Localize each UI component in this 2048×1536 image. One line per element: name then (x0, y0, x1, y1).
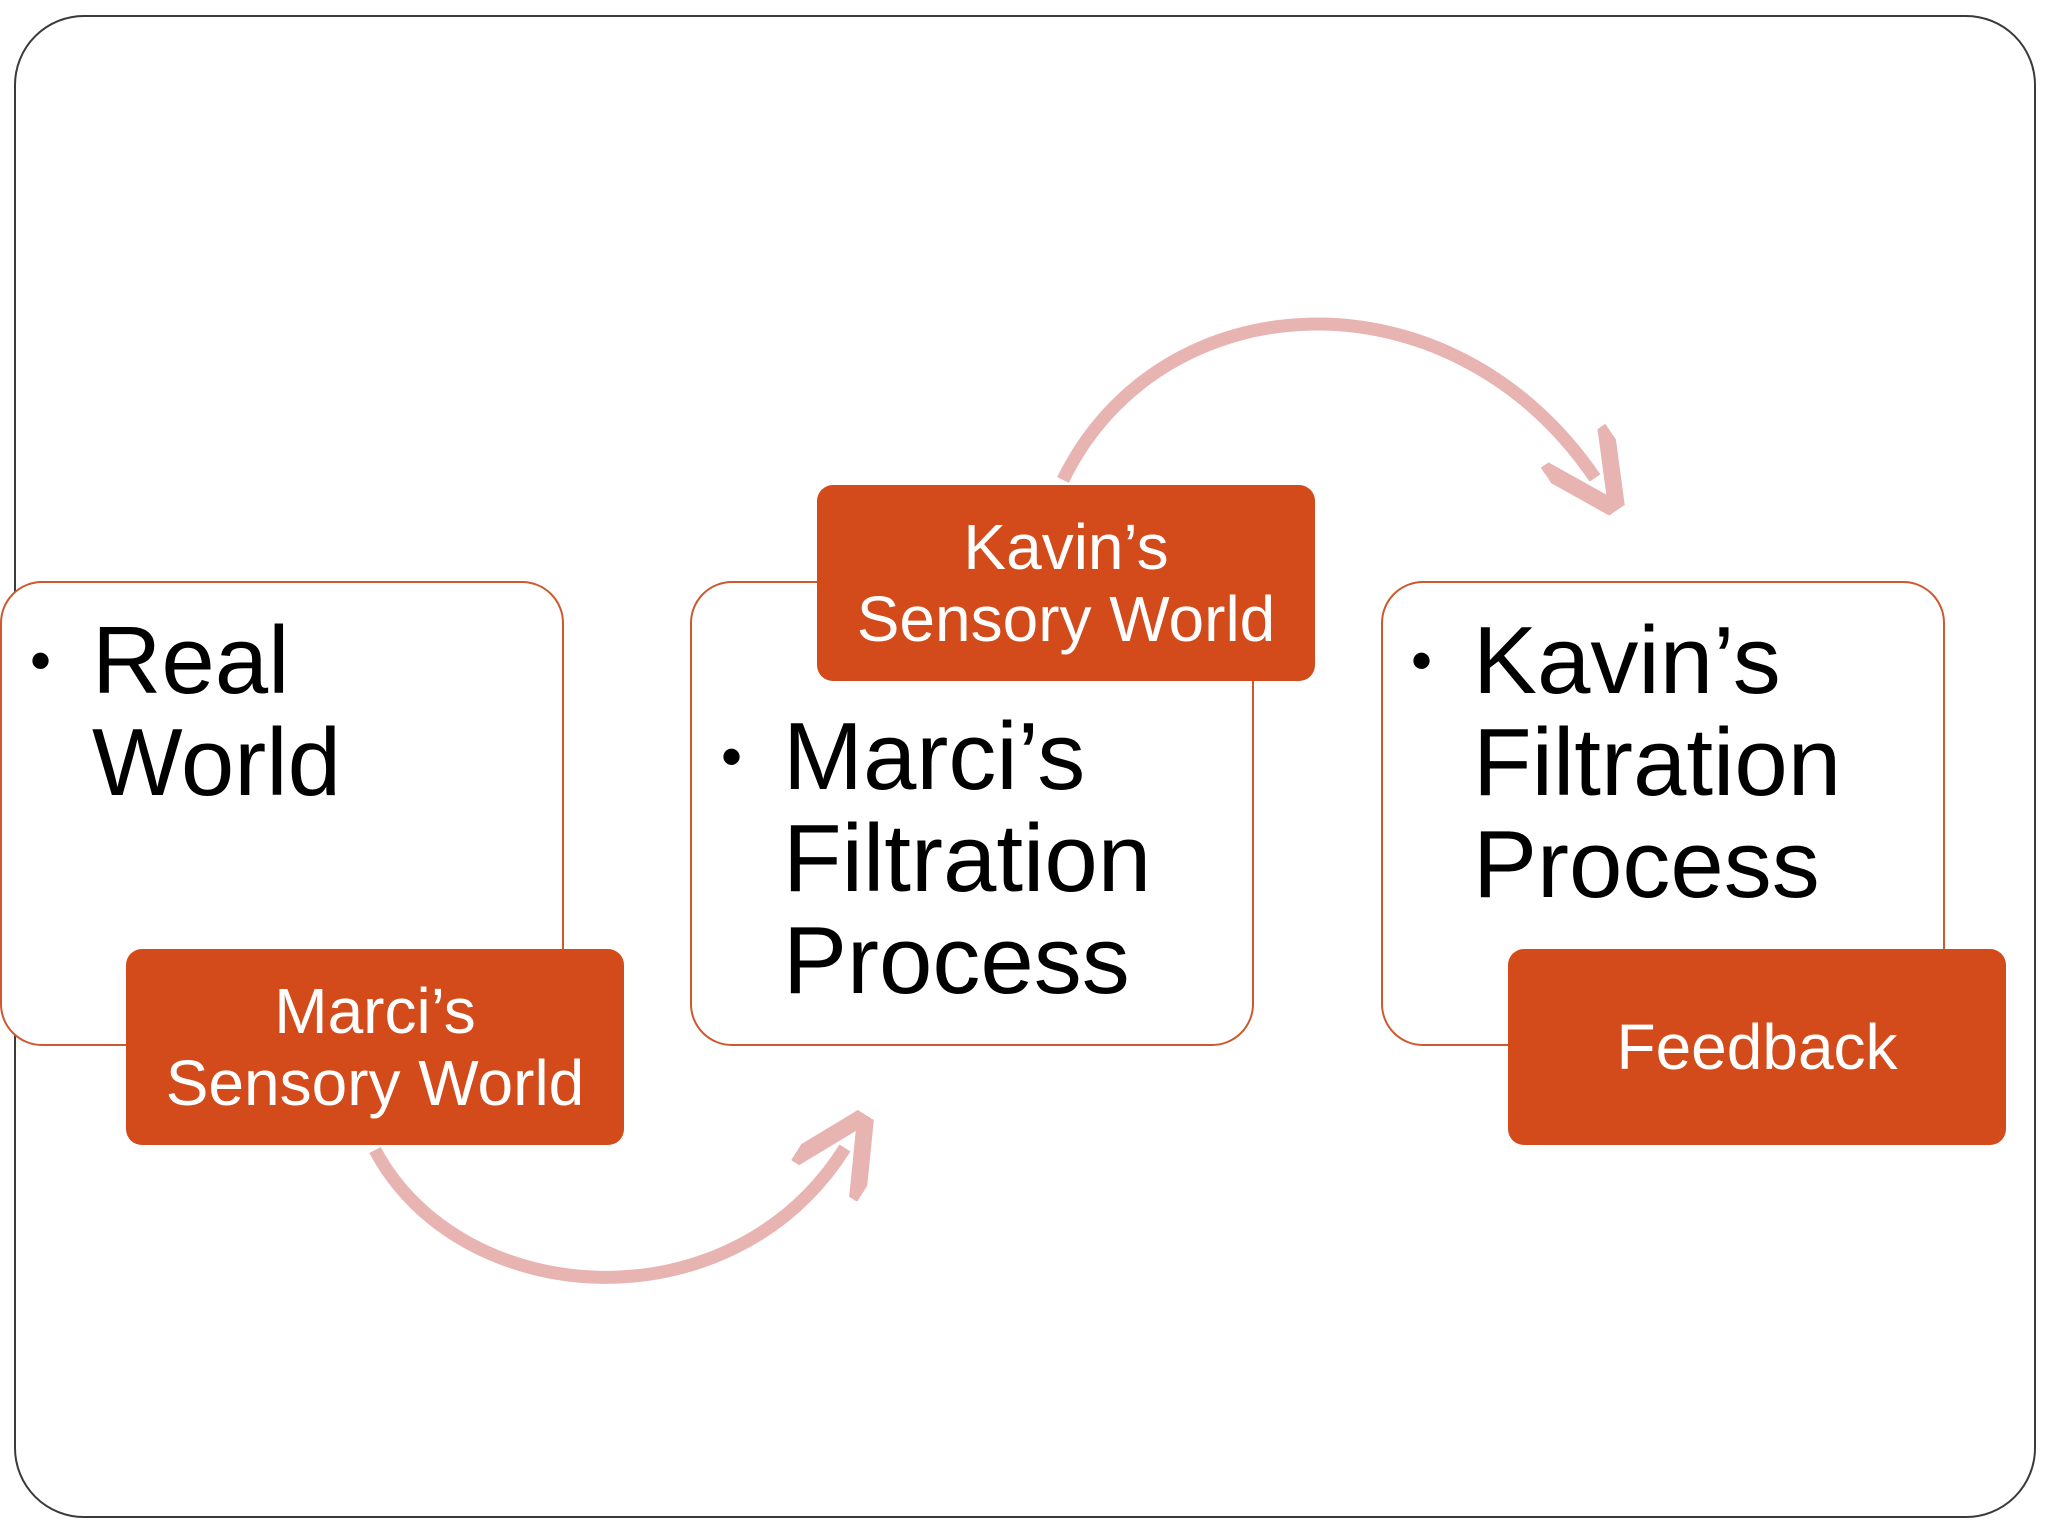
tag-text-line: Sensory World (165, 1047, 585, 1119)
step-text-line: Real (92, 607, 290, 714)
step-text-line: Marci’s (783, 703, 1086, 810)
tag-text-line: Marci’s (274, 975, 476, 1047)
tag-marcis-sensory-world: Marci’s Sensory World (126, 949, 624, 1145)
step-text-line: Process (783, 907, 1130, 1014)
step-text-kavins-filtration: • Kavin’s Filtration Process (1411, 607, 1842, 918)
tag-feedback: Feedback (1508, 949, 2006, 1145)
bullet-icon: • (30, 627, 52, 694)
step-text-marcis-filtration: • Marci’s Filtration Process (721, 703, 1152, 1014)
tag-text-line: Feedback (1616, 1011, 1898, 1083)
step-text-line: Process (1473, 811, 1820, 918)
step-text-line: World (92, 709, 341, 816)
bullet-icon: • (1411, 627, 1433, 694)
arrow-curve-top (1057, 317, 1595, 480)
tag-text-line: Sensory World (856, 583, 1276, 655)
bullet-icon: • (721, 723, 743, 790)
tag-text-line: Kavin’s (963, 511, 1169, 583)
step-text-line: Filtration (1473, 709, 1842, 816)
tag-kavins-sensory-world: Kavin’s Sensory World (817, 485, 1315, 681)
step-text-line: Filtration (783, 805, 1152, 912)
arrow-curve-bottom (369, 1148, 845, 1284)
step-text-real-world: • Real World (30, 607, 341, 816)
step-text-line: Kavin’s (1473, 607, 1781, 714)
